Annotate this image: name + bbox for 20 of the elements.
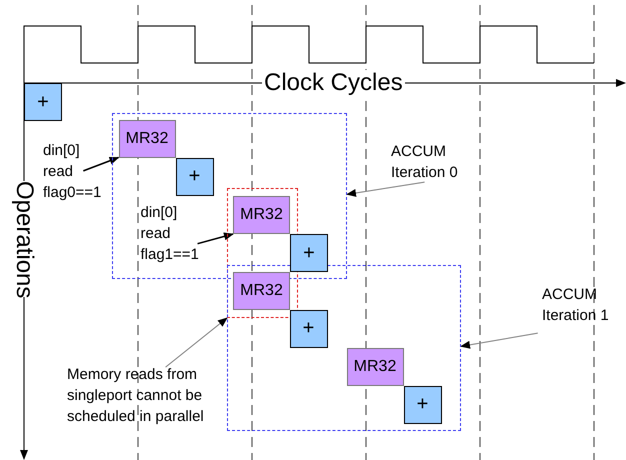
leader-arrow [83,156,120,172]
operation-box: + [404,386,442,424]
operation-box: + [24,83,62,121]
leader-arrow [346,182,426,197]
leader-arrow [165,317,228,368]
annotation-text: Memory reads from singleport cannot be scheduled in parallel [67,364,237,427]
operation-box: + [290,310,328,348]
annotation-text: ACCUM Iteration 0 [391,141,471,183]
annotation-text: din[0] read flag0==1 [43,140,105,203]
memory-read-box: MR32 [233,272,290,310]
leader-arrow [197,232,234,244]
axis-label: Clock Cycles [262,70,405,96]
memory-read-box: MR32 [346,348,404,386]
annotation-text: ACCUM Iteration 1 [542,284,626,326]
annotation-text: din[0] read flag1==1 [140,202,202,264]
leader-arrow [460,332,538,349]
memory-read-box: MR32 [118,120,176,158]
memory-read-box: MR32 [233,196,290,234]
axis-label: Operations [11,181,37,297]
operation-box: + [176,158,214,196]
